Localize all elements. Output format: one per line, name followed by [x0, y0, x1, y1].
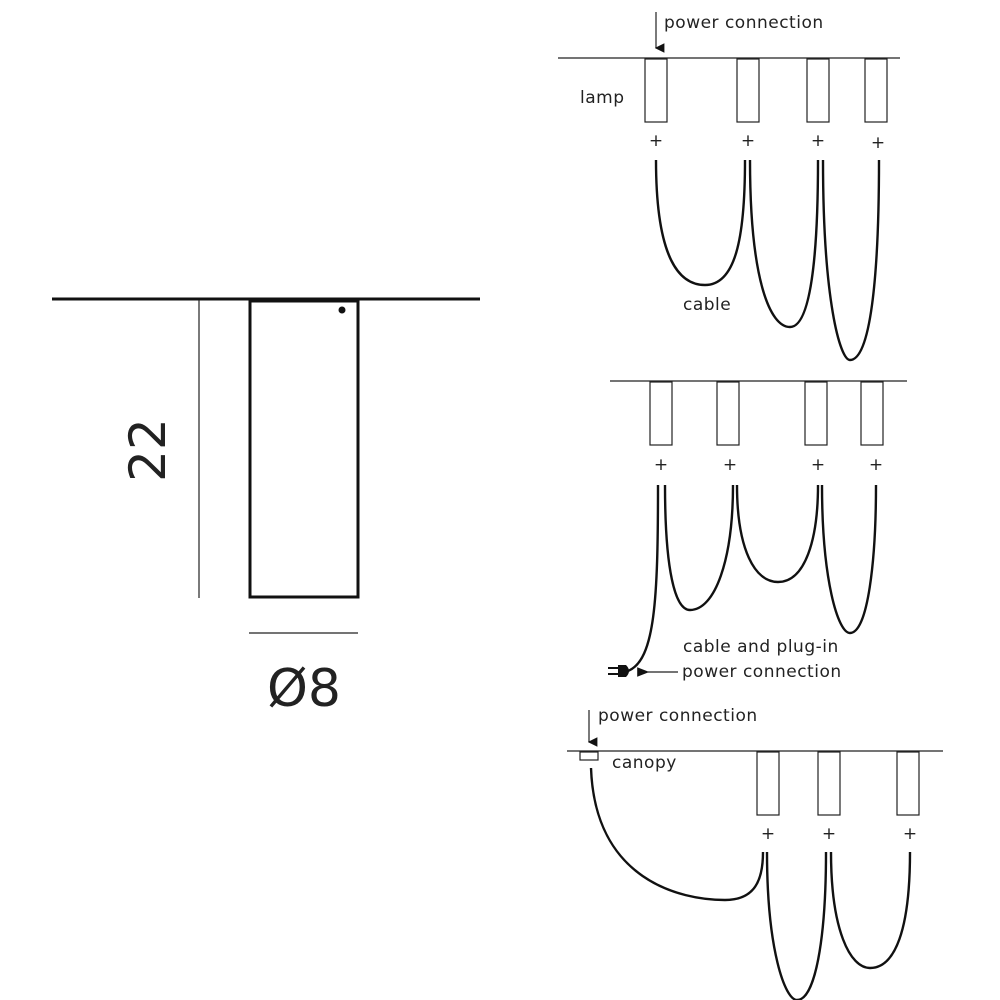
config-canopy: power connection canopy + + + [567, 706, 943, 1000]
diameter-dimension-label: Ø8 [267, 659, 341, 719]
lamps [644, 58, 888, 123]
plus-icon: + [649, 131, 663, 151]
plus-icon: + [741, 131, 755, 151]
cable [829, 851, 912, 970]
cable [627, 484, 660, 673]
dimension-drawing: 22 Ø8 [52, 297, 480, 719]
plus-icon: + [811, 131, 825, 151]
cable-label: cable [683, 295, 731, 315]
lamp-label: lamp [580, 88, 625, 108]
cable [663, 484, 735, 612]
power-connection-label: power connection [598, 706, 758, 726]
height-dimension-label: 22 [119, 418, 177, 482]
plus-icon: + [811, 455, 825, 475]
plug-power-connection-label: power connection [682, 662, 842, 682]
power-connection-label: power connection [664, 13, 824, 33]
lamp-dot [338, 306, 346, 314]
lamps [649, 381, 884, 446]
cable [589, 767, 765, 902]
plus-icon: + [871, 133, 885, 153]
cable [654, 159, 747, 287]
plus-icon: + [822, 824, 836, 844]
cable [748, 159, 820, 329]
cable-plug-label: cable and plug-in [683, 637, 839, 657]
cable [821, 159, 881, 362]
plus-icon: + [723, 455, 737, 475]
plus-icon: + [869, 455, 883, 475]
lamps [756, 751, 920, 816]
plus-icon: + [761, 824, 775, 844]
lamp-body [248, 299, 360, 599]
plus-icon: + [654, 455, 668, 475]
canopy-label: canopy [612, 753, 677, 773]
cable [820, 484, 878, 635]
config-direct-connection: power connection lamp + + + + cable [558, 12, 900, 362]
cable [765, 851, 828, 1000]
plug-icon [608, 665, 629, 677]
canopy [579, 751, 599, 761]
config-plug-in: + + + + cable and plug-in power connecti… [608, 380, 907, 682]
plus-icon: + [903, 824, 917, 844]
cable [735, 484, 820, 584]
